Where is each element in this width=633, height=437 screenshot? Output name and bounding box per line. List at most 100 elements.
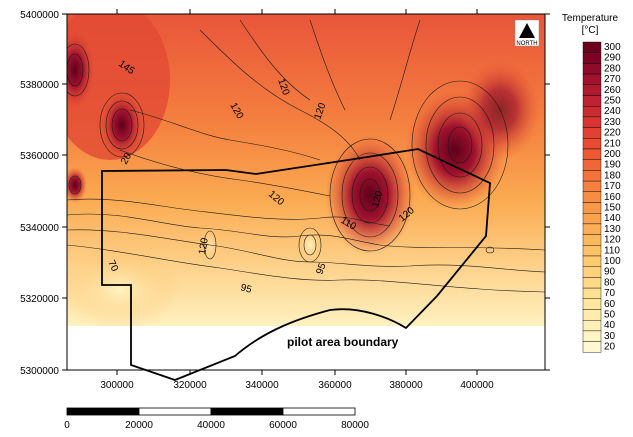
legend-value-label: 200 (604, 149, 621, 160)
pilot-area-boundary (101, 148, 491, 381)
legend-swatch (582, 223, 602, 235)
legend-value-label: 230 (604, 117, 621, 128)
legend-swatch (582, 245, 602, 257)
legend-value-label: 180 (604, 170, 621, 181)
legend-value-label: 30 (604, 331, 616, 342)
legend-swatch (582, 148, 602, 160)
legend-swatch (582, 277, 602, 289)
legend-value-label: 160 (604, 192, 621, 203)
legend-value-label: 270 (604, 74, 621, 85)
legend-value-label: 80 (604, 277, 616, 288)
legend-unit: [°C] (582, 25, 599, 36)
legend-swatch (582, 212, 602, 225)
legend-value-label: 110 (604, 245, 620, 256)
north-label: NORTH (516, 41, 537, 47)
scale-label: 0 (64, 420, 70, 431)
legend-swatch (582, 95, 602, 107)
contour-label: 70 (105, 259, 120, 274)
legend-swatch (582, 255, 602, 267)
x-axis (116, 9, 478, 375)
legend-value-label: 280 (604, 63, 621, 74)
legend-swatch (582, 84, 602, 96)
legend-swatch (582, 138, 602, 150)
y-axis (62, 13, 550, 371)
legend-value-label: 290 (604, 53, 621, 64)
legend: Temperature [°C] 30029028027026025024023… (562, 13, 621, 353)
legend-swatch (582, 341, 602, 353)
legend-value-label: 220 (604, 128, 621, 139)
legend-value-label: 260 (604, 85, 621, 96)
legend-swatch (582, 234, 602, 246)
contour-lines (67, 19, 545, 293)
legend-value-label: 60 (604, 299, 616, 310)
legend-swatch (582, 105, 602, 118)
x-tick-label: 400000 (460, 380, 494, 391)
map-frame (66, 13, 546, 371)
legend-title: Temperature (562, 13, 619, 24)
legend-swatch (582, 170, 602, 182)
scale-label: 20000 (125, 420, 153, 431)
y-tick-label: 5380000 (20, 80, 59, 91)
scale-label: 60000 (269, 420, 297, 431)
north-arrow-icon (519, 23, 535, 38)
contour-label: 95 (239, 282, 253, 296)
legend-swatch (582, 127, 602, 139)
legend-value-label: 70 (604, 288, 616, 299)
legend-swatches (582, 41, 602, 353)
legend-swatch (582, 52, 602, 64)
legend-value-label: 170 (604, 181, 621, 192)
boundary-label: pilot area boundary (287, 335, 399, 349)
legend-swatch (582, 159, 602, 171)
legend-value-label: 90 (604, 267, 616, 278)
y-tick-label: 5340000 (20, 223, 59, 234)
legend-value-label: 190 (604, 160, 621, 171)
legend-swatch (582, 330, 602, 342)
legend-value-label: 130 (604, 224, 621, 235)
legend-value-label: 100 (604, 256, 621, 267)
temperature-field (67, 14, 545, 326)
x-tick-label: 300000 (100, 380, 134, 391)
scale-label: 40000 (197, 420, 225, 431)
legend-swatch (582, 73, 602, 85)
legend-value-label: 240 (604, 106, 621, 117)
legend-swatch (582, 309, 602, 321)
north-arrow: NORTH (514, 19, 540, 47)
legend-labels: 3002902802702602502402302202102001901801… (604, 42, 621, 353)
legend-swatch (582, 298, 602, 310)
contour-label: 120 (197, 237, 211, 256)
legend-value-label: 150 (604, 203, 621, 214)
legend-swatch (582, 320, 602, 332)
legend-value-label: 40 (604, 320, 616, 331)
scale-label: 80000 (341, 420, 369, 431)
legend-swatch (582, 180, 602, 193)
x-tick-label: 380000 (389, 380, 423, 391)
legend-value-label: 210 (604, 138, 621, 149)
scale-bar: 0 20000 40000 60000 80000 (64, 407, 369, 431)
no-data-area (67, 326, 545, 370)
legend-value-label: 50 (604, 310, 616, 321)
x-tick-labels: 300000 320000 340000 360000 380000 40000… (100, 380, 494, 391)
contour-label: 20 (119, 151, 134, 167)
legend-swatch (582, 41, 602, 53)
legend-value-label: 300 (604, 42, 621, 53)
legend-swatch (582, 266, 602, 278)
y-tick-label: 5360000 (20, 151, 59, 162)
legend-value-label: 120 (604, 235, 621, 246)
legend-value-label: 20 (604, 342, 616, 353)
y-tick-label: 5400000 (20, 10, 59, 21)
legend-swatch (582, 63, 602, 75)
legend-swatch (582, 191, 602, 203)
y-tick-label: 5300000 (20, 366, 59, 377)
x-tick-label: 340000 (245, 380, 279, 391)
contour-label: 95 (314, 261, 328, 276)
legend-value-label: 250 (604, 96, 621, 107)
legend-value-label: 140 (604, 213, 621, 224)
x-tick-label: 360000 (318, 380, 352, 391)
x-tick-label: 320000 (173, 380, 207, 391)
y-tick-label: 5320000 (20, 294, 59, 305)
legend-swatch (582, 287, 602, 300)
legend-swatch (582, 116, 602, 128)
y-tick-labels: 5400000 5380000 5360000 5340000 5320000 … (20, 10, 59, 377)
